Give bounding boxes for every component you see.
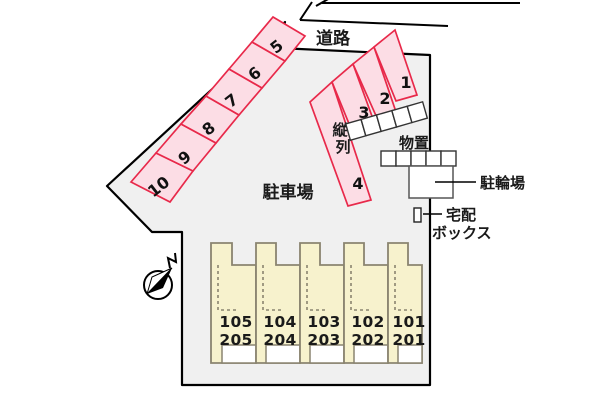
delivery-box-icon[interactable] (413, 207, 422, 223)
parking-stall-1-label: 1 (400, 73, 411, 92)
unit-label-204: 204 (263, 331, 296, 349)
bicycle-parking-label: 駐輪場 (480, 174, 525, 192)
road-lines (299, 0, 520, 27)
storage-cell[interactable] (425, 150, 442, 167)
delivery-box-label-line2: ボックス (432, 224, 492, 242)
apartment-building: 105 205 104 204 103 203 102 202 (210, 242, 426, 364)
building-unit-103-203[interactable]: 103 203 (299, 242, 345, 364)
building-unit-104-204[interactable]: 104 204 (255, 242, 301, 364)
parking-stall-2-label: 2 (379, 89, 390, 108)
parking-stall-4-label: 4 (352, 174, 363, 193)
unit-stairs-103 (306, 265, 325, 311)
unit-label-201: 201 (392, 331, 425, 349)
unit-stairs-104 (262, 265, 281, 311)
parking-stall-4-tandem[interactable]: 縦 列 4 (309, 80, 373, 208)
unit-stairs-105 (217, 265, 237, 311)
angled-parking-row: 10 9 8 7 6 5 (129, 15, 307, 204)
parking-lot-label: 駐車場 (263, 182, 314, 203)
parking-stall-3-label: 3 (358, 103, 369, 122)
unit-label-101: 101 (392, 313, 425, 331)
building-unit-101-201[interactable]: 101 201 (387, 242, 426, 364)
compass-icon (143, 252, 178, 300)
storage-cell[interactable] (395, 150, 412, 167)
unit-label-203: 203 (307, 331, 340, 349)
storage-cell[interactable] (440, 150, 457, 167)
unit-stairs-101 (394, 265, 412, 311)
building-unit-102-202[interactable]: 102 202 (343, 242, 389, 364)
unit-label-104: 104 (263, 313, 296, 331)
delivery-box-label-line1: 宅配 (446, 206, 476, 224)
building-unit-105-205[interactable]: 105 205 (210, 242, 257, 364)
delivery-box-area[interactable]: 宅配 ボックス (413, 206, 492, 242)
tandem-parking-label-char1: 縦 (332, 121, 348, 139)
unit-label-202: 202 (351, 331, 384, 349)
unit-balcony-101 (397, 344, 423, 364)
storage-cell[interactable] (380, 150, 397, 167)
unit-label-102: 102 (351, 313, 384, 331)
parking-stall-1[interactable]: 1 (372, 28, 419, 103)
tandem-parking-label-char2: 列 (335, 138, 350, 156)
unit-label-105: 105 (219, 313, 252, 331)
unit-stairs-102 (350, 265, 369, 311)
storage-cell[interactable] (410, 150, 427, 167)
storage-row-angled[interactable] (344, 100, 429, 142)
bicycle-parking-area[interactable]: 駐輪場 (408, 165, 525, 199)
unit-label-205: 205 (219, 331, 252, 349)
parking-stall-5[interactable]: 5 (250, 15, 307, 63)
storage-cell[interactable] (406, 100, 429, 124)
storage-label: 物置 (399, 134, 429, 152)
unit-label-103: 103 (307, 313, 340, 331)
storage-row-horizontal[interactable] (380, 150, 457, 167)
road-label: 道路 (316, 28, 351, 49)
